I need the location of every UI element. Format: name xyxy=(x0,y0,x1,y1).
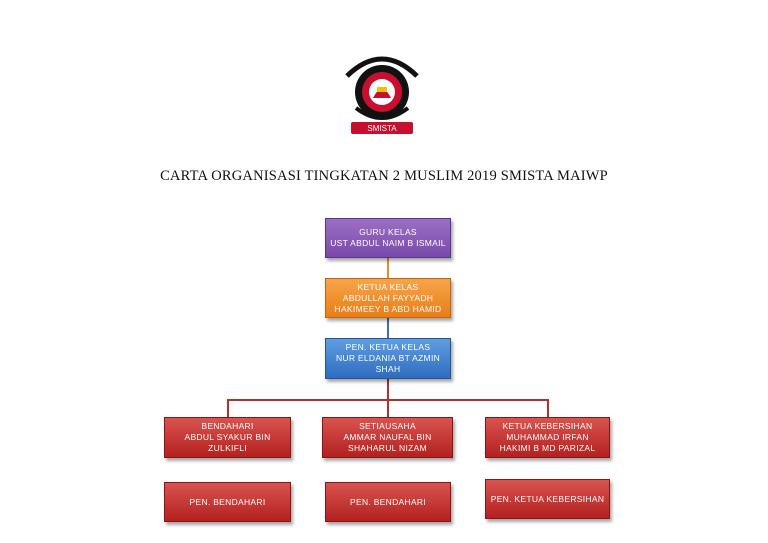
ketua-kelas-name-2: HAKIMEEY B ABD HAMID xyxy=(334,303,442,314)
ketua-kebersihan-name-2: HAKIMI B MD PARIZAL xyxy=(499,443,596,453)
pen-ketua-kebersihan-label: PEN. KETUA KEBERSIHAN xyxy=(490,493,605,504)
connector-ketua-pen xyxy=(387,318,389,338)
ketua-kebersihan-role: KETUA KEBERSIHAN xyxy=(502,421,593,431)
bendahari-role: BENDAHARI xyxy=(201,421,254,431)
ketua-kebersihan-name-1: MUHAMMAD IRFAN xyxy=(506,432,589,442)
setiausaha-name-2: SHAHARUL NIZAM xyxy=(348,443,427,453)
pen-ketua-kebersihan-box: PEN. KETUA KEBERSIHAN xyxy=(485,479,610,519)
connector-bus-kebersihan xyxy=(547,399,549,417)
pen-bendahari-box-1: PEN. BENDAHARI xyxy=(164,482,291,522)
connector-guru-ketua xyxy=(387,258,389,278)
guru-kelas-name: UST ABDUL NAIM B ISMAIL xyxy=(330,238,446,248)
pen-ketua-kelas-name-1: NUR ELDANIA BT AZMIN xyxy=(335,353,441,363)
pen-bendahari-label-1: PEN. BENDAHARI xyxy=(189,496,266,507)
logo-banner: SMISTA xyxy=(367,124,397,133)
smista-logo: SMISTA xyxy=(345,56,419,134)
pen-ketua-kelas-name-2: SHAH xyxy=(375,364,401,374)
connector-bus-bendahari xyxy=(227,399,229,417)
guru-kelas-box: GURU KELAS UST ABDUL NAIM B ISMAIL xyxy=(325,218,451,258)
setiausaha-box: SETIAUSAHA AMMAR NAUFAL BIN SHAHARUL NIZ… xyxy=(322,417,453,458)
ketua-kelas-role: KETUA KELAS xyxy=(357,281,419,292)
setiausaha-role: SETIAUSAHA xyxy=(359,421,416,431)
setiausaha-name-1: AMMAR NAUFAL BIN xyxy=(343,432,432,442)
bendahari-box: BENDAHARI ABDUL SYAKUR BIN ZULKIFLI xyxy=(164,417,291,458)
guru-kelas-role: GURU KELAS xyxy=(359,227,417,237)
ketua-kelas-box: KETUA KELAS ABDULLAH FAYYADH HAKIMEEY B … xyxy=(325,278,451,318)
pen-ketua-kelas-role: PEN. KETUA KELAS xyxy=(345,342,431,352)
connector-bus-setiausaha xyxy=(387,399,389,417)
connector-pen-bus xyxy=(387,379,389,400)
pen-bendahari-box-2: PEN. BENDAHARI xyxy=(325,482,451,522)
ketua-kebersihan-box: KETUA KEBERSIHAN MUHAMMAD IRFAN HAKIMI B… xyxy=(485,417,610,458)
bendahari-name-2: ZULKIFLI xyxy=(208,443,247,453)
bendahari-name-1: ABDUL SYAKUR BIN xyxy=(184,432,271,442)
page-title: CARTA ORGANISASI TINGKATAN 2 MUSLIM 2019… xyxy=(160,168,608,184)
pen-bendahari-label-2: PEN. BENDAHARI xyxy=(350,496,426,507)
pen-ketua-kelas-box: PEN. KETUA KELAS NUR ELDANIA BT AZMIN SH… xyxy=(325,338,451,379)
ketua-kelas-name-1: ABDULLAH FAYYADH xyxy=(342,292,434,303)
